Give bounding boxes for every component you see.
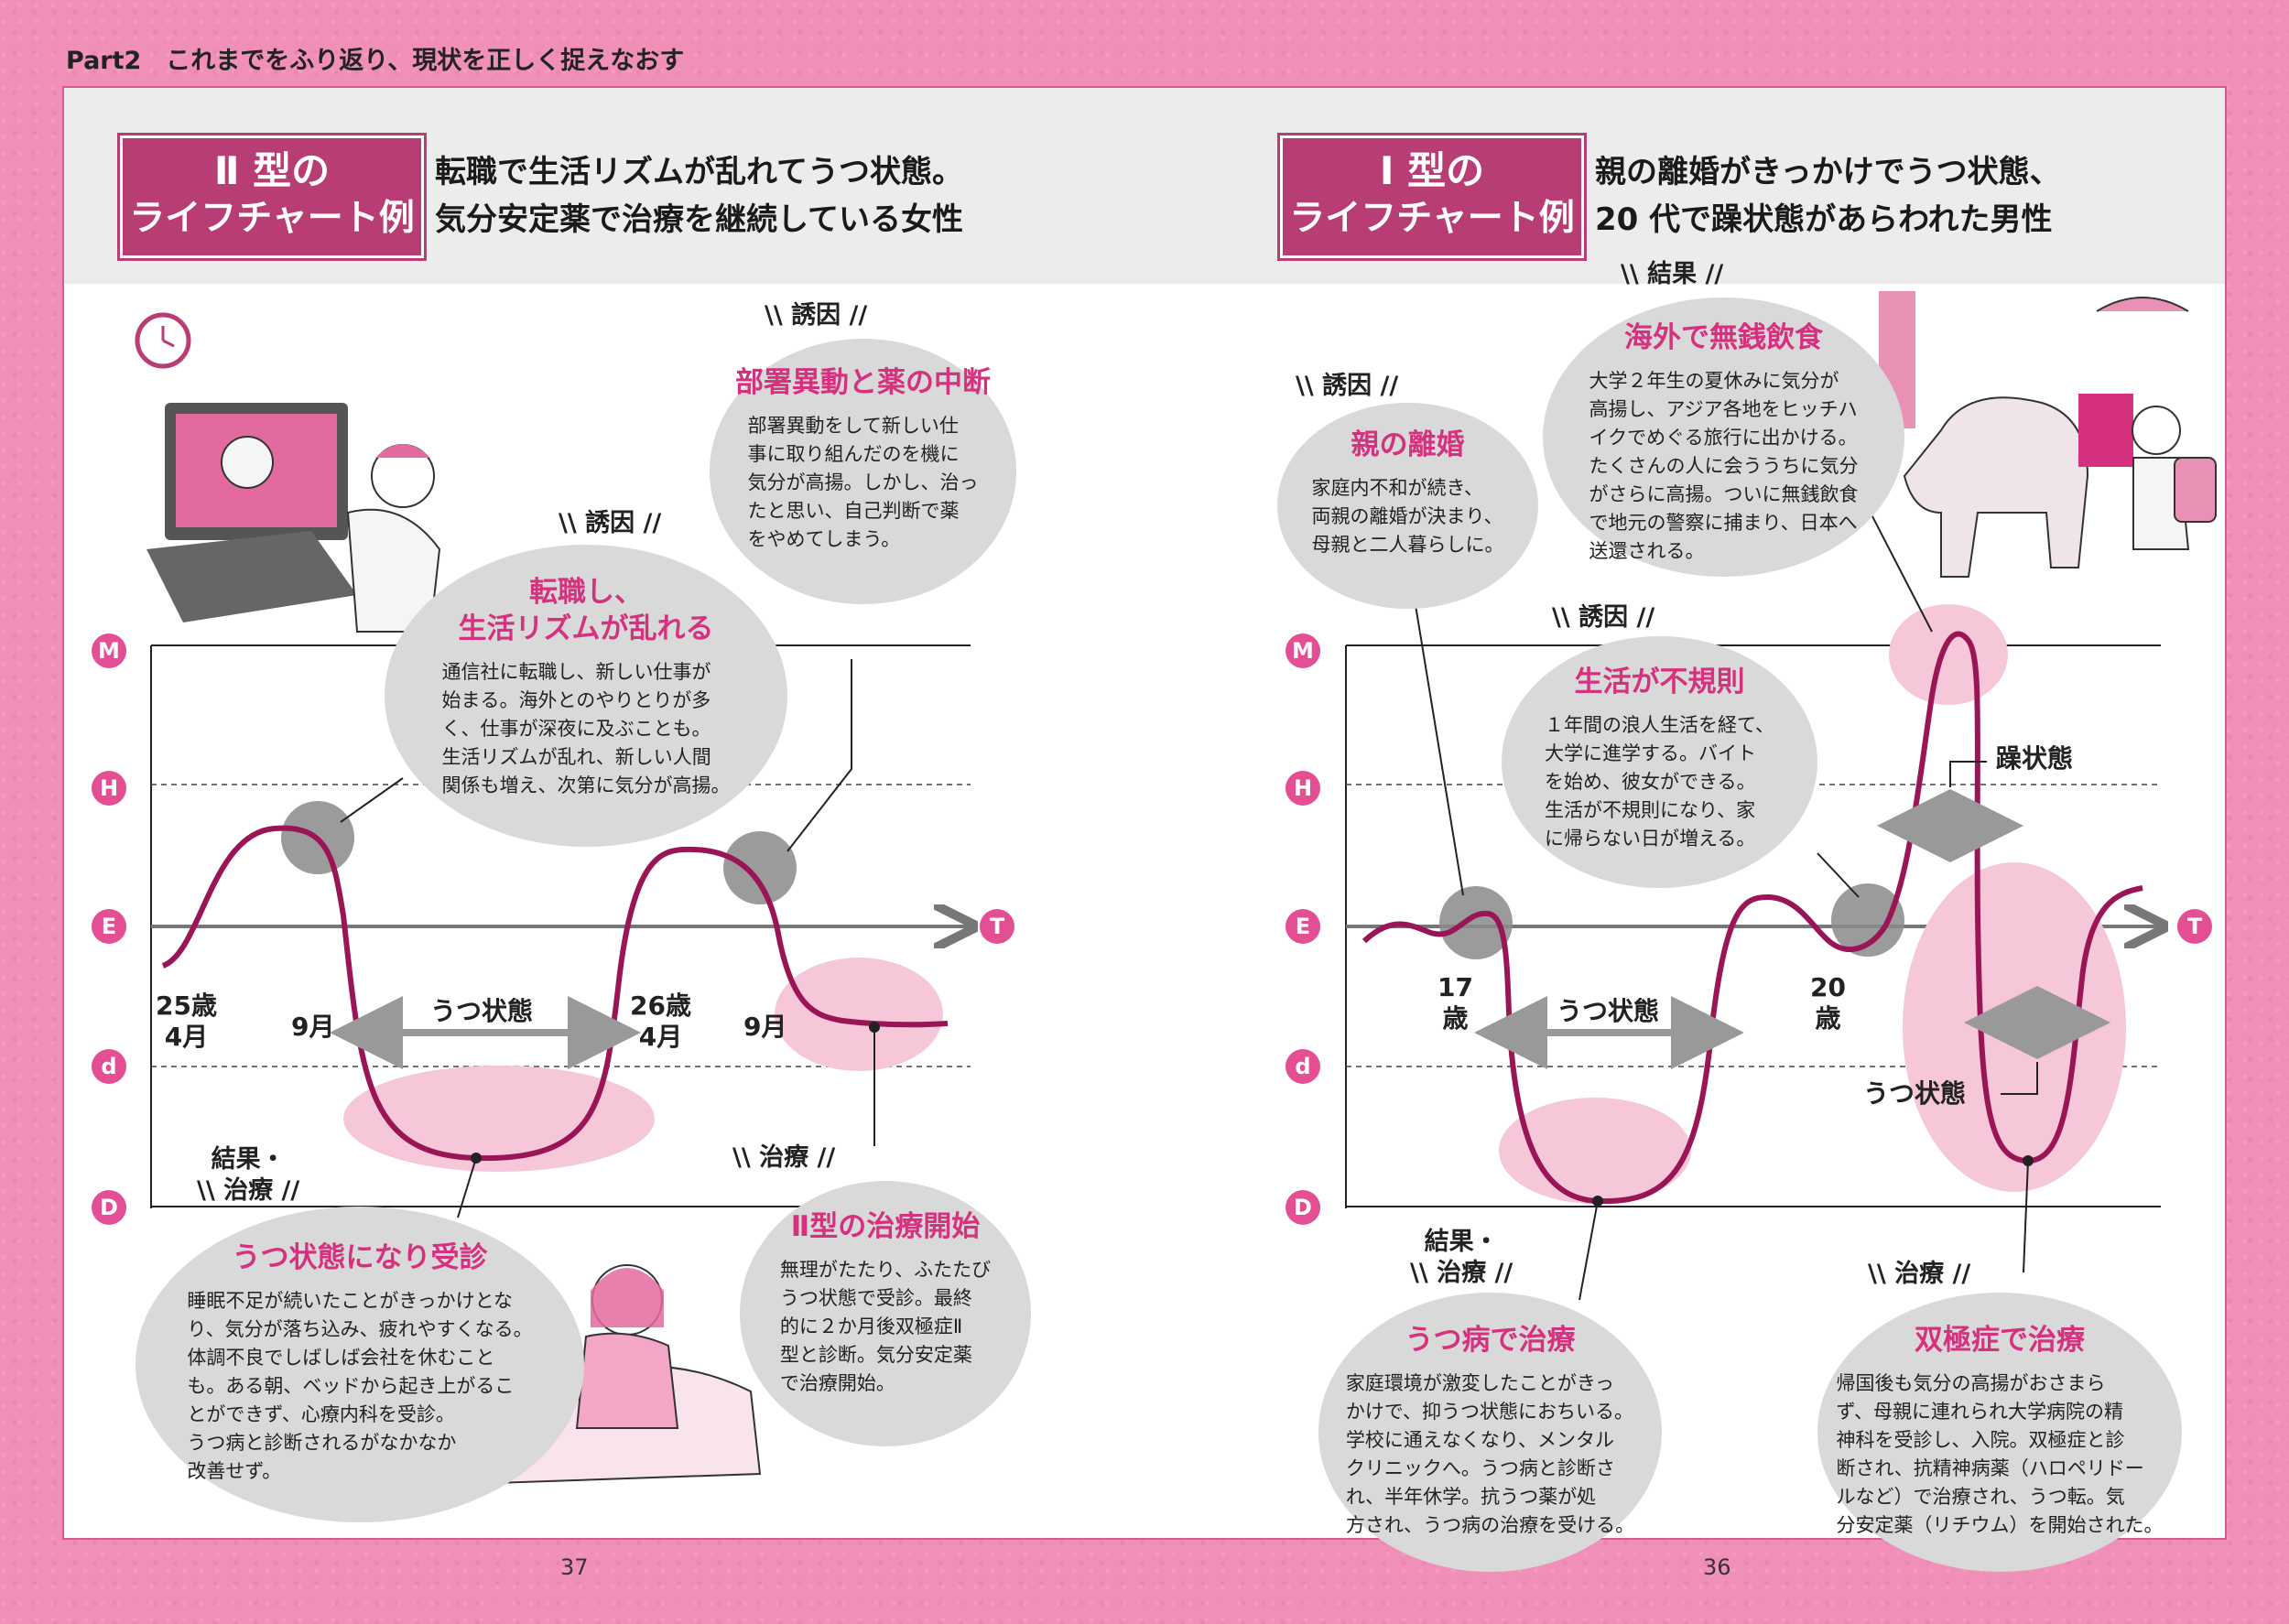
right-bubble-depression-treatment: うつ病で治療 家庭環境が激変したことがきっかけで、抑うつ状態におちいる。学校に通… [1318, 1293, 1662, 1572]
right-tag-treatment: \\ 治療 // [1868, 1260, 1971, 1288]
bubble-body: 家庭内不和が続き、両親の離婚が決まり、母親と二人暮らしに。 [1311, 477, 1504, 556]
title-band [64, 88, 2225, 284]
right-highlight-bipolar [1903, 862, 2126, 1192]
right-leader-4 [1578, 1200, 1599, 1301]
left-desc-line2: 気分安定薬で治療を継続している女性 [435, 201, 963, 238]
right-depression-label: うつ状態 [1557, 996, 1660, 1026]
bubble-body: １年間の浪人生活を経て、大学に進学する。バイトを始め、彼女ができる。生活が不規則… [1545, 714, 1774, 850]
bubble-body: 大学２年生の夏休みに気分が高揚し、アジア各地をヒッチハイクでめぐる旅行に出かける… [1589, 370, 1859, 562]
left-depression-label: うつ状態 [430, 996, 534, 1026]
left-tag-trigger-1: \\ 誘因 // [765, 301, 868, 330]
bubble-title: うつ病で治療 [1405, 1324, 1576, 1357]
right-badge-line1: Ⅰ 型の [1379, 148, 1485, 193]
right-axis-h: H [1286, 771, 1320, 806]
left-tag-treatment: \\ 治療 // [732, 1143, 836, 1172]
running-header: Part2 これまでをふり返り、現状を正しく捉えなおす [66, 47, 685, 75]
illustration-office-worker [135, 312, 441, 633]
bubble-body: 睡眠不足が続いたことがきっかけとなり、気分が落ち込み、疲れやすくなる。体調不良で… [187, 1290, 533, 1482]
right-desc-line1: 親の離婚がきっかけでうつ状態、 [1595, 154, 2061, 190]
right-axis-e: E [1286, 909, 1320, 944]
bubble-title: 生活が不規則 [1574, 666, 1745, 698]
left-month-1: 9月 [291, 1012, 335, 1042]
left-bubble-job-change: 転職し、生活リズムが乱れる 通信社に転職し、新しい仕事が始まる。海外とのやりとり… [385, 545, 787, 847]
left-highlight-end [775, 958, 943, 1071]
left-bubble-depression-visit: うつ状態になり受診 睡眠不足が続いたことがきっかけとなり、気分が落ち込み、疲れや… [136, 1207, 584, 1522]
left-leader-4 [457, 1157, 477, 1218]
left-axis-t: T [980, 909, 1014, 944]
page-number-left: 37 [560, 1554, 589, 1580]
right-tag-result-2: 結果・ \\ 治療 // [1410, 1228, 1513, 1287]
bubble-body: 家庭環境が激変したことがきっかけで、抑うつ状態におちいる。学校に通えなくなり、メ… [1345, 1372, 1635, 1536]
right-bubble-irregular: 生活が不規則 １年間の浪人生活を経て、大学に進学する。バイトを始め、彼女ができる… [1502, 636, 1817, 888]
right-leader-2 [1817, 852, 1860, 898]
right-bubble-bipolar-treatment: 双極症で治療 帰国後も気分の高揚がおさまらず、母親に連れられ大学病院の精神科を受… [1817, 1293, 2182, 1572]
right-tag-trigger-2: \\ 誘因 // [1552, 603, 1655, 632]
left-axis-d: d [92, 1049, 126, 1084]
right-tag-trigger-1: \\ 誘因 // [1296, 372, 1399, 400]
page-number-right: 36 [1703, 1554, 1731, 1580]
left-title-desc: 転職で生活リズムが乱れてうつ状態。 気分安定薬で治療を継続している女性 [435, 148, 963, 244]
bubble-title: 海外で無銭飲食 [1624, 321, 1823, 354]
left-badge-line1: Ⅱ 型の [213, 148, 331, 193]
left-desc-line1: 転職で生活リズムが乱れてうつ状態。 [435, 154, 963, 190]
left-tag-result: 結果・ \\ 治療 // [197, 1145, 300, 1205]
right-badge-line2: ライフチャート例 [1289, 198, 1575, 239]
right-tag-result-1: \\ 結果 // [1621, 260, 1724, 288]
bubble-body: 部署異動をして新しい仕事に取り組んだのを機に気分が高揚。しかし、治ったと思い、自… [747, 415, 979, 550]
right-desc-line2: 20 代で躁状態があらわれた男性 [1595, 201, 2053, 238]
right-axis-dd: D [1286, 1190, 1320, 1225]
right-axis-d: d [1286, 1049, 1320, 1084]
right-leader-1 [1414, 599, 1464, 896]
left-month-2: 9月 [743, 1012, 787, 1042]
bubble-title: Ⅱ型の治療開始 [790, 1210, 981, 1243]
right-marker-1 [1439, 886, 1513, 959]
left-mood-curve [161, 825, 949, 1162]
left-axis-dd: D [92, 1190, 126, 1225]
bubble-title: 親の離婚 [1351, 428, 1465, 461]
bubble-body: 帰国後も気分の高揚がおさまらず、母親に連れられ大学病院の精神科を受診し、入院。双… [1836, 1372, 2164, 1536]
left-chart [150, 644, 971, 1218]
right-depression-label-2: うつ状態 [1863, 1078, 1967, 1109]
left-type-badge: Ⅱ 型の ライフチャート例 [126, 142, 418, 252]
right-bubble-divorce: 親の離婚 家庭内不和が続き、両親の離婚が決まり、母親と二人暮らしに。 [1277, 403, 1538, 609]
left-tag-trigger-2: \\ 誘因 // [559, 509, 662, 537]
bubble-title: 双極症で治療 [1915, 1324, 2085, 1357]
right-highlight-peak [1889, 604, 2008, 705]
left-axis-m: M [92, 633, 126, 668]
right-title-desc: 親の離婚がきっかけでうつ状態、 20 代で躁状態があらわれた男性 [1595, 148, 2061, 244]
left-leader-2 [787, 659, 852, 852]
right-type-badge: Ⅰ 型の ライフチャート例 [1286, 142, 1578, 252]
right-axis-t: T [2177, 909, 2212, 944]
bubble-title: うつ状態になり受診 [232, 1241, 488, 1274]
bubble-title: 転職し、生活リズムが乱れる [458, 576, 714, 645]
right-marker-2 [1831, 883, 1904, 957]
left-bubble-dept-change: 部署異動と薬の中断 部署異動をして新しい仕事に取り組んだのを機に気分が高揚。しか… [710, 339, 1016, 604]
right-bubble-overseas: 海外で無銭飲食 大学２年生の夏休みに気分が高揚し、アジア各地をヒッチハイクでめぐ… [1543, 298, 1904, 577]
bubble-body: 通信社に転職し、新しい仕事が始まる。海外とのやりとりが多く、仕事が深夜に及ぶこと… [441, 661, 731, 796]
right-leader-5 [2023, 1160, 2029, 1273]
left-marker-2 [723, 831, 797, 904]
left-axis-h: H [92, 771, 126, 806]
right-axis-m: M [1286, 633, 1320, 668]
right-chart [1345, 489, 2161, 1301]
bubble-title: 部署異動と薬の中断 [735, 366, 991, 399]
left-axis-e: E [92, 909, 126, 944]
right-manic-label: 躁状態 [1996, 743, 2074, 774]
left-badge-line2: ライフチャート例 [129, 198, 415, 239]
illustration-elephant-traveler [1879, 291, 2217, 578]
